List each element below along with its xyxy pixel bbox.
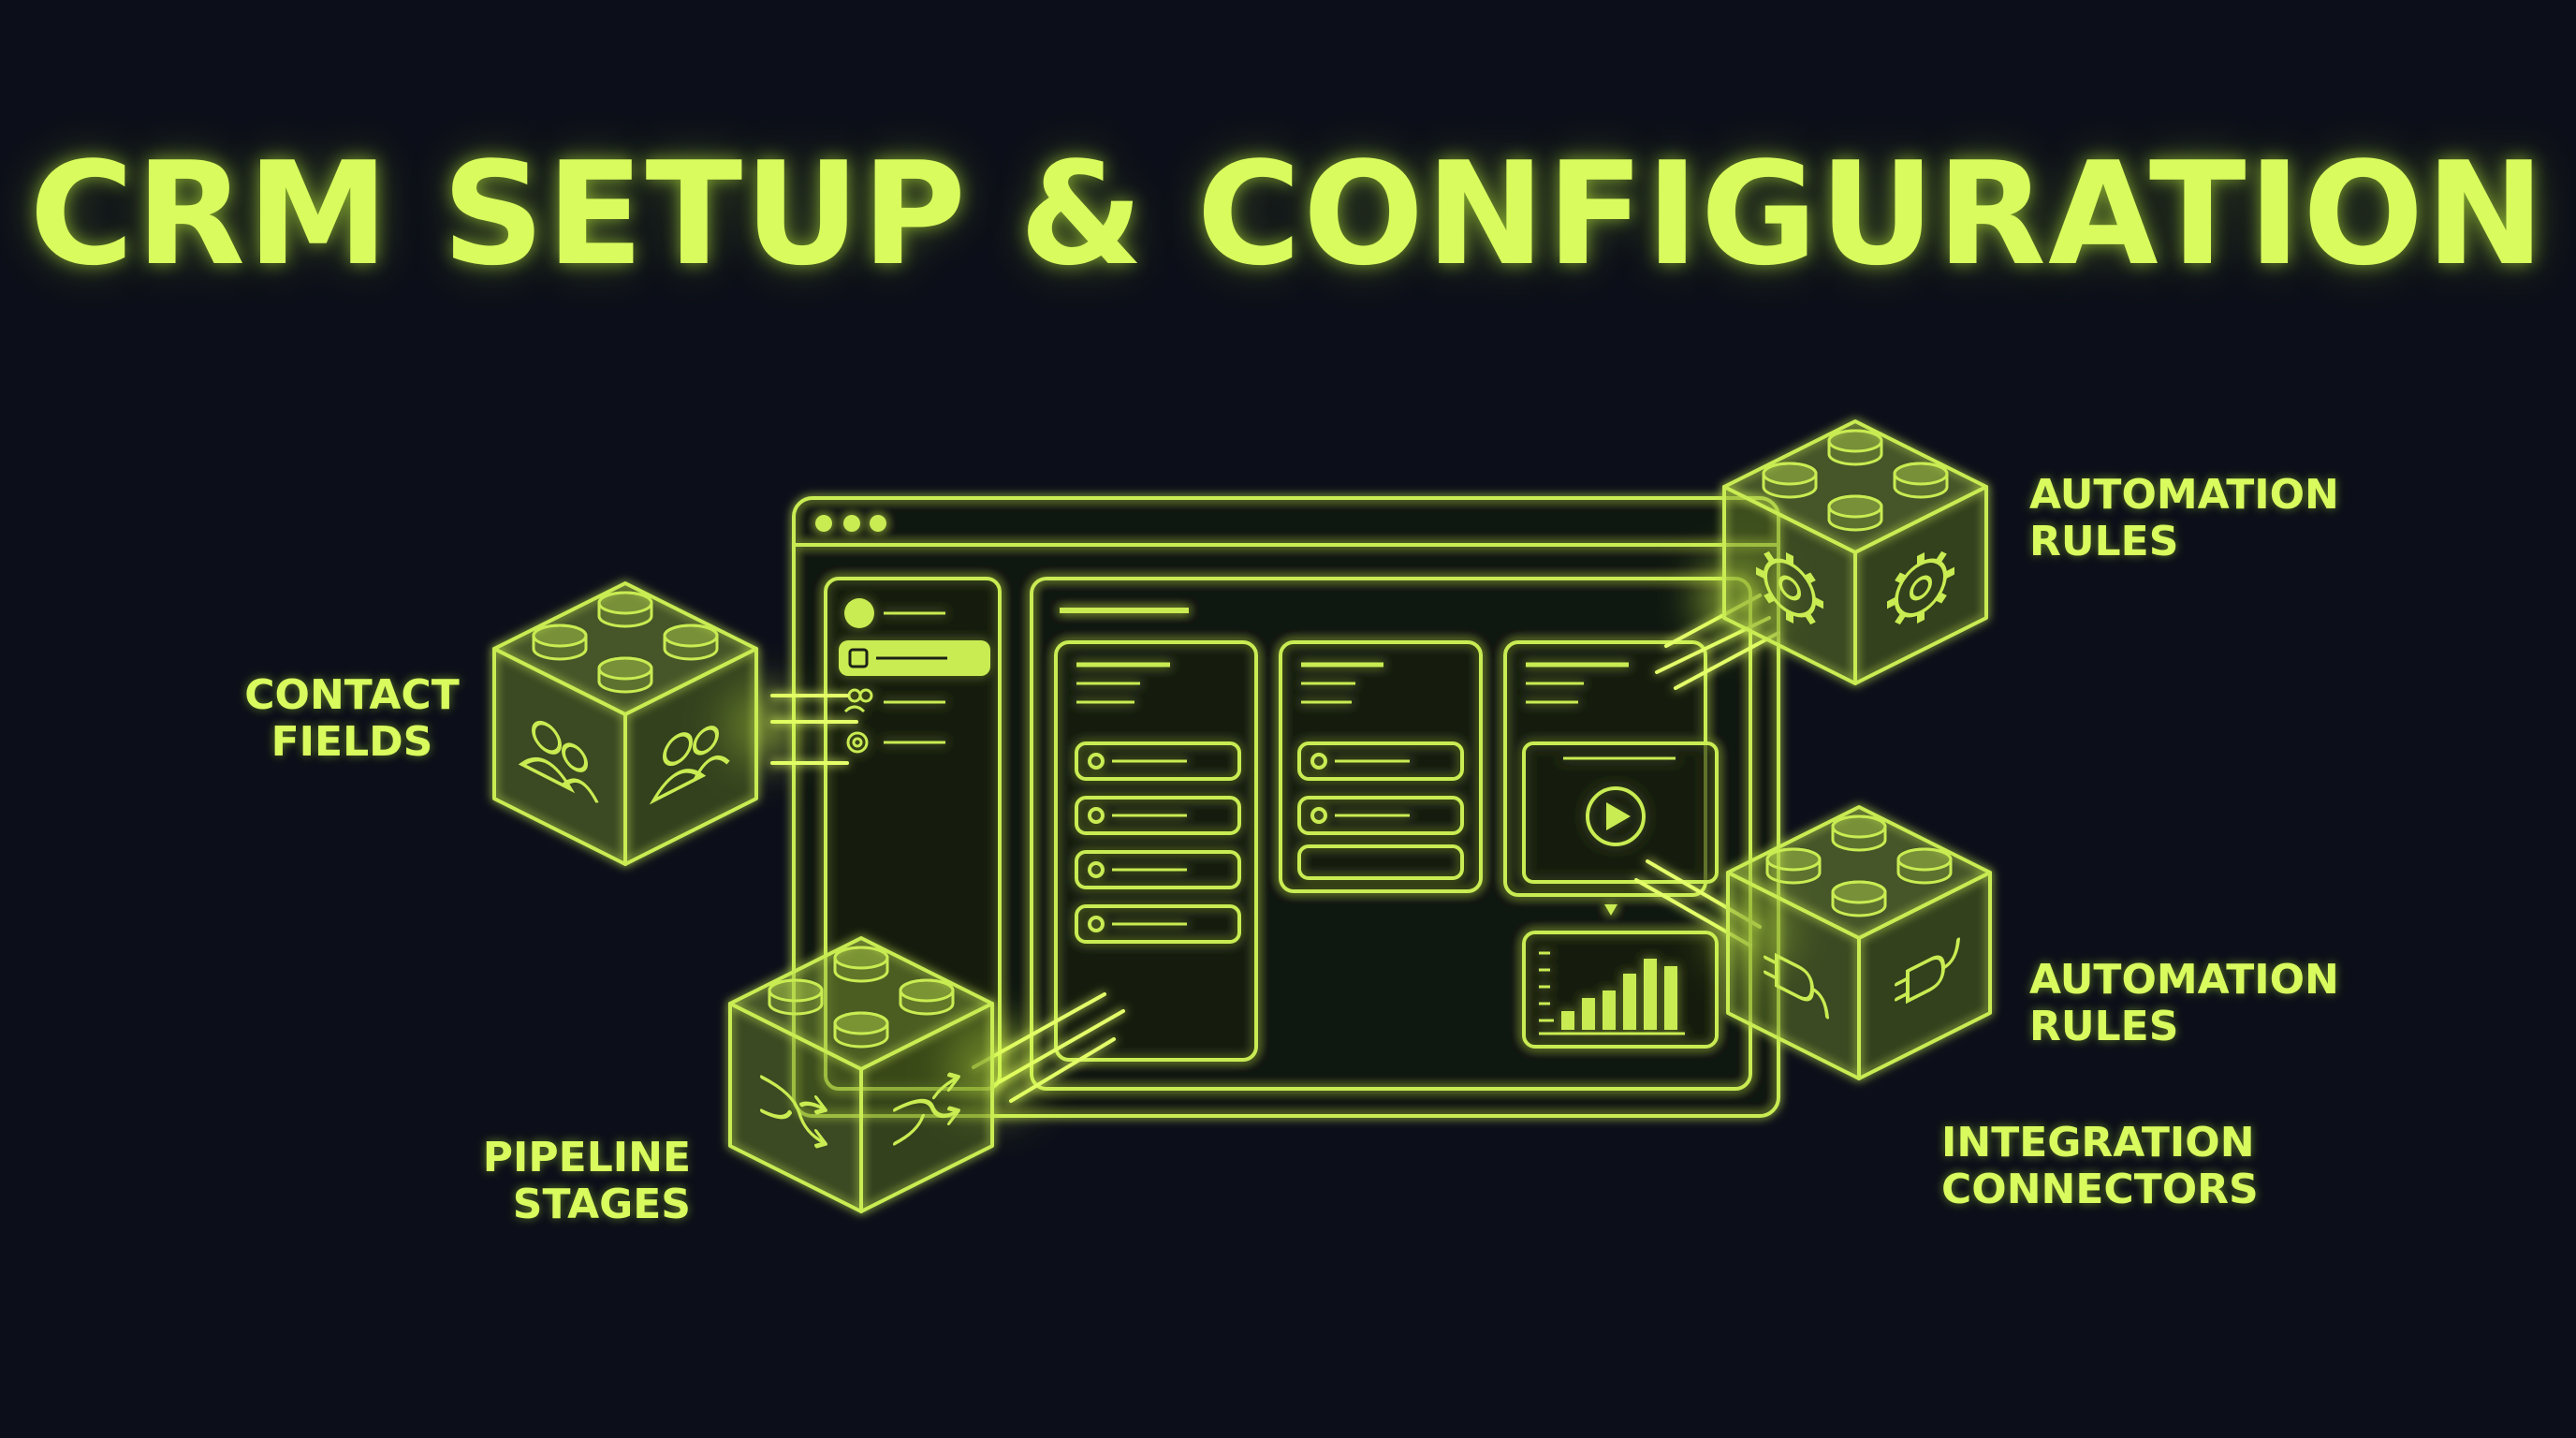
sidebar-avatar[interactable] [844, 598, 945, 628]
label-line: AUTOMATION [2029, 471, 2339, 519]
shuffle-icon [760, 1075, 827, 1149]
list-item[interactable] [1075, 741, 1241, 781]
block-integration-connectors[interactable] [1726, 805, 1992, 1080]
list-item[interactable] [1075, 850, 1241, 889]
plug-icon [1764, 952, 1829, 1020]
gear-icon [1887, 550, 1954, 625]
label-line: INTEGRATION [1941, 1119, 2255, 1167]
label-line: CONNECTORS [1941, 1166, 2259, 1213]
users-icon [649, 726, 730, 805]
chart-card [1522, 931, 1719, 1049]
list-item[interactable] [1297, 796, 1464, 835]
list-item[interactable] [1075, 796, 1241, 835]
window-controls[interactable] [815, 515, 886, 532]
label-line: FIELDS [271, 718, 433, 766]
main-panel [1030, 577, 1752, 1091]
shuffle-icon [893, 1072, 960, 1146]
label-pipeline-stages: PIPELINE STAGES [468, 1135, 691, 1228]
label-line: AUTOMATION [2029, 956, 2339, 1004]
label-line: RULES [2029, 518, 2179, 565]
block-automation-rules[interactable] [1722, 419, 1988, 685]
users-icon [518, 720, 599, 803]
plug-icon [1895, 937, 1960, 1005]
media-card[interactable] [1522, 741, 1719, 884]
label-line: PIPELINE [482, 1134, 691, 1181]
page-title: CRM SETUP & CONFIGURATION [29, 131, 2547, 297]
sidebar-item-settings[interactable] [846, 731, 945, 754]
bar-chart-icon [1561, 959, 1677, 1030]
label-automation-rules-top: AUTOMATION RULES [2029, 472, 2339, 565]
block-contact-fields[interactable] [492, 581, 758, 866]
pipeline-column-1 [1054, 640, 1258, 1062]
block-pipeline-stages[interactable] [728, 936, 994, 1213]
label-line: RULES [2029, 1003, 2179, 1050]
play-icon[interactable] [1586, 786, 1646, 846]
label-contact-fields: CONTACT FIELDS [240, 672, 464, 766]
crm-window [792, 496, 1780, 1118]
sidebar-item-active[interactable] [839, 640, 990, 676]
list-item[interactable] [1075, 904, 1241, 944]
list-item[interactable] [1297, 741, 1464, 781]
label-integration-connectors: INTEGRATION CONNECTORS [1941, 1120, 2259, 1213]
gear-icon [1756, 550, 1823, 625]
pipeline-column-2 [1279, 640, 1483, 893]
label-line: CONTACT [244, 671, 460, 719]
label-automation-rules-mid: AUTOMATION RULES [2029, 957, 2339, 1050]
label-line: STAGES [512, 1181, 691, 1228]
list-item-empty[interactable] [1297, 844, 1464, 880]
